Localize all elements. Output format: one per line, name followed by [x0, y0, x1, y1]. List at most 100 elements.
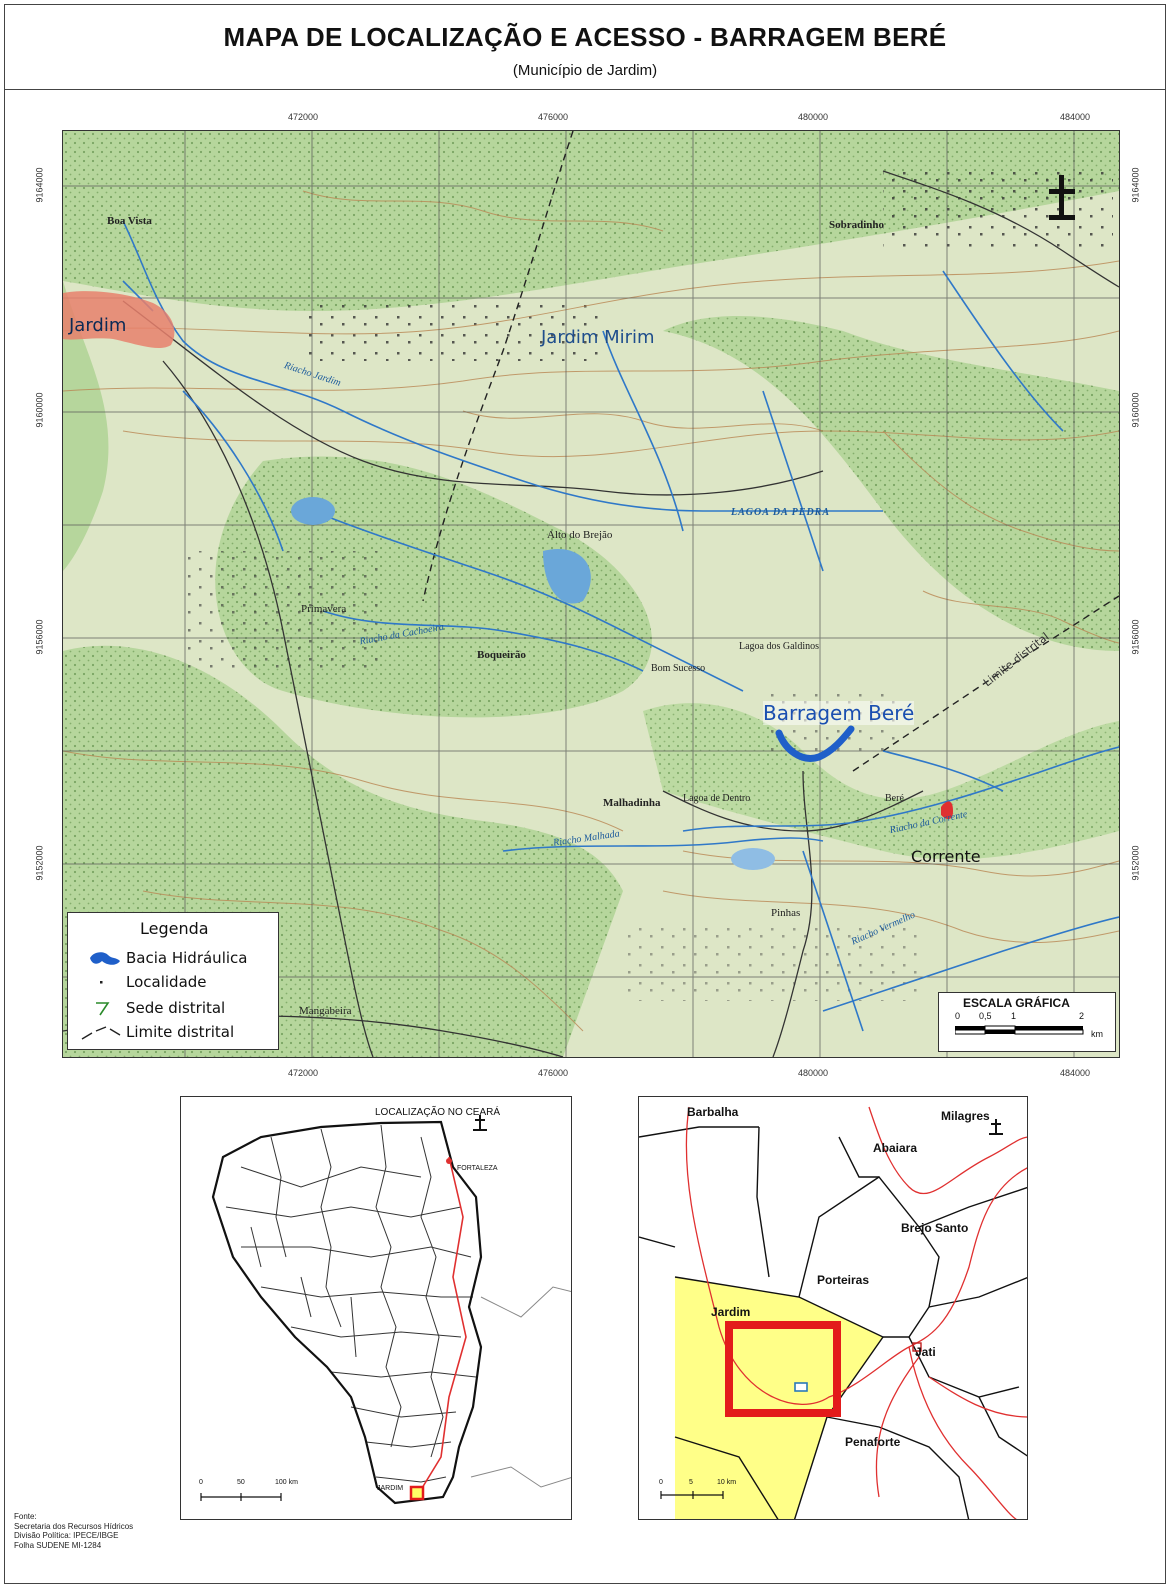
sede-distrital-icon [96, 1002, 110, 1016]
y-coord-right-4: 9152000 [1130, 845, 1141, 881]
title-block: MAPA DE LOCALIZAÇÃO E ACESSO - BARRAGEM … [4, 4, 1166, 90]
region-dam-marker-icon [794, 1382, 808, 1392]
legend-label-bacia: Bacia Hidráulica [126, 949, 248, 967]
region-label-brejo-santo: Brejo Santo [901, 1221, 969, 1235]
scale-title: ESCALA GRÁFICA [963, 996, 1070, 1010]
legend-label-localidade: Localidade [126, 973, 207, 991]
ceara-scale-50: 50 [237, 1479, 245, 1486]
ceara-jardim-highlight [409, 1485, 425, 1501]
inset-region[interactable]: Barbalha Milagres Abaiara Brejo Santo Po… [638, 1096, 1028, 1520]
x-coord-top-3: 480000 [798, 112, 829, 122]
map-subtitle: (Município de Jardim) [512, 62, 658, 79]
bacia-symbol-icon [90, 952, 120, 965]
label-alto-brejao: Alto do Brejão [547, 529, 613, 541]
north-arrow-icon [1049, 175, 1075, 220]
settlement-dots [183, 171, 1113, 1001]
x-coord-bottom-1: 472000 [288, 1068, 319, 1078]
label-mangabeira: Mangabeira [299, 1005, 352, 1017]
jardim-municipality-fill [675, 1277, 883, 1519]
y-coord-left-2: 9160000 [34, 392, 45, 428]
label-sobradinho: Sobradinho [829, 219, 885, 231]
region-scale-5: 5 [689, 1479, 693, 1486]
inset-ceara-title: LOCALIZAÇÃO NO CEARÁ [375, 1107, 501, 1118]
ceara-north-arrow-icon [473, 1115, 487, 1131]
source-line-3: Divisão Política: IPECE/IBGE [14, 1531, 119, 1540]
x-coord-top-1: 472000 [288, 112, 319, 122]
legend-label-sede: Sede distrital [126, 999, 226, 1017]
region-label-barbalha: Barbalha [687, 1105, 739, 1119]
label-jardim-inset: JARDIM [377, 1485, 404, 1492]
inset-ceara[interactable]: LOCALIZAÇÃO NO CEARÁ FORTALEZA [180, 1096, 572, 1520]
ceara-road-line [418, 1156, 467, 1494]
x-coord-bottom-3: 480000 [798, 1068, 829, 1078]
label-malhadinha: Malhadinha [603, 797, 661, 809]
source-line-1: Fonte: [14, 1512, 37, 1521]
x-coord-bottom-4: 484000 [1060, 1068, 1091, 1078]
legend-item-limite: Limite distrital [76, 1021, 234, 1043]
legend-item-localidade: Localidade [76, 971, 207, 993]
ceara-scale-0: 0 [199, 1479, 203, 1486]
label-jardim-mirim: Jardim Mirim [541, 327, 655, 348]
jardim-urban-area [63, 291, 175, 349]
region-label-abaiara: Abaiara [873, 1141, 918, 1155]
region-scale-0: 0 [659, 1479, 663, 1486]
y-coord-left-1: 9164000 [34, 167, 45, 203]
label-pinhas: Pinhas [771, 907, 801, 919]
source-note: Fonte: Secretaria dos Recursos Hídricos … [14, 1512, 133, 1550]
corrente-marker [941, 801, 953, 820]
scale-unit: km [1091, 1029, 1103, 1039]
y-coord-right-3: 9156000 [1130, 619, 1141, 655]
region-scale-10: 10 km [717, 1479, 737, 1486]
fortaleza-dot-icon [446, 1158, 452, 1164]
region-label-jardim: Jardim [711, 1305, 751, 1319]
region-label-milagres: Milagres [941, 1109, 990, 1123]
scale-tick-3: 2 [1079, 1011, 1085, 1021]
map-legend: Legenda Bacia Hidráulica Localidade Sede… [67, 912, 279, 1050]
water-bodies [291, 497, 855, 870]
legend-title: Legenda [140, 919, 209, 938]
localidade-dot-icon [100, 981, 103, 984]
y-coord-left-4: 9152000 [34, 845, 45, 881]
region-label-porteiras: Porteiras [817, 1273, 870, 1287]
ceara-scale-100: 100 km [275, 1479, 298, 1486]
label-boa-vista: Boa Vista [107, 215, 152, 227]
legend-item-sede: Sede distrital [76, 997, 225, 1019]
label-primavera: Primavera [301, 603, 347, 615]
limite-distrital-icon [81, 1026, 121, 1040]
label-fortaleza: FORTALEZA [457, 1165, 498, 1172]
label-jardim: Jardim [69, 315, 127, 336]
region-label-jati: Jati [915, 1345, 936, 1359]
source-line-2: Secretaria dos Recursos Hídricos [14, 1521, 134, 1531]
rivers [122, 220, 1119, 1032]
ceara-map-svg [200, 1115, 571, 1505]
legend-item-bacia: Bacia Hidráulica [76, 947, 247, 969]
label-boqueirao: Boqueirão [477, 649, 526, 661]
region-focus-frame [725, 1321, 841, 1417]
scale-tick-2: 1 [1011, 1011, 1017, 1021]
label-barragem-bere: Barragem Beré [763, 701, 915, 725]
label-lagoa-pedra: LAGOA DA PEDRA [731, 507, 831, 518]
label-lagoa-galdinos: Lagoa dos Galdinos [739, 641, 819, 652]
region-label-penaforte: Penaforte [845, 1435, 901, 1449]
y-coord-right-1: 9164000 [1130, 167, 1141, 203]
barragem-reservoir-shape [775, 725, 855, 762]
x-coord-top-4: 484000 [1060, 112, 1091, 122]
map-title: MAPA DE LOCALIZAÇÃO E ACESSO - BARRAGEM … [223, 22, 947, 52]
scale-tick-1: 0,5 [979, 1011, 992, 1021]
legend-label-limite: Limite distrital [126, 1023, 235, 1041]
label-bere: Beré [885, 793, 904, 804]
scale-bar: ESCALA GRÁFICA 0 0,5 1 2 km [938, 992, 1116, 1052]
source-line-4: Folha SUDENE MI-1284 [14, 1540, 102, 1550]
y-coord-left-3: 9156000 [34, 619, 45, 655]
y-coord-right-2: 9160000 [1130, 392, 1141, 428]
label-bom-sucesso: Bom Sucesso [651, 663, 706, 674]
region-north-arrow-icon [989, 1119, 1003, 1135]
region-map-svg [639, 1106, 1027, 1519]
scale-bar-graphic [955, 1025, 1084, 1035]
label-corrente: Corrente [911, 847, 981, 866]
map-frame [4, 4, 1166, 1584]
x-coord-bottom-2: 476000 [538, 1068, 569, 1078]
scale-tick-0: 0 [955, 1011, 961, 1021]
region-locality-icon [912, 1342, 922, 1352]
label-lagoa-dentro: Lagoa de Dentro [683, 793, 751, 804]
